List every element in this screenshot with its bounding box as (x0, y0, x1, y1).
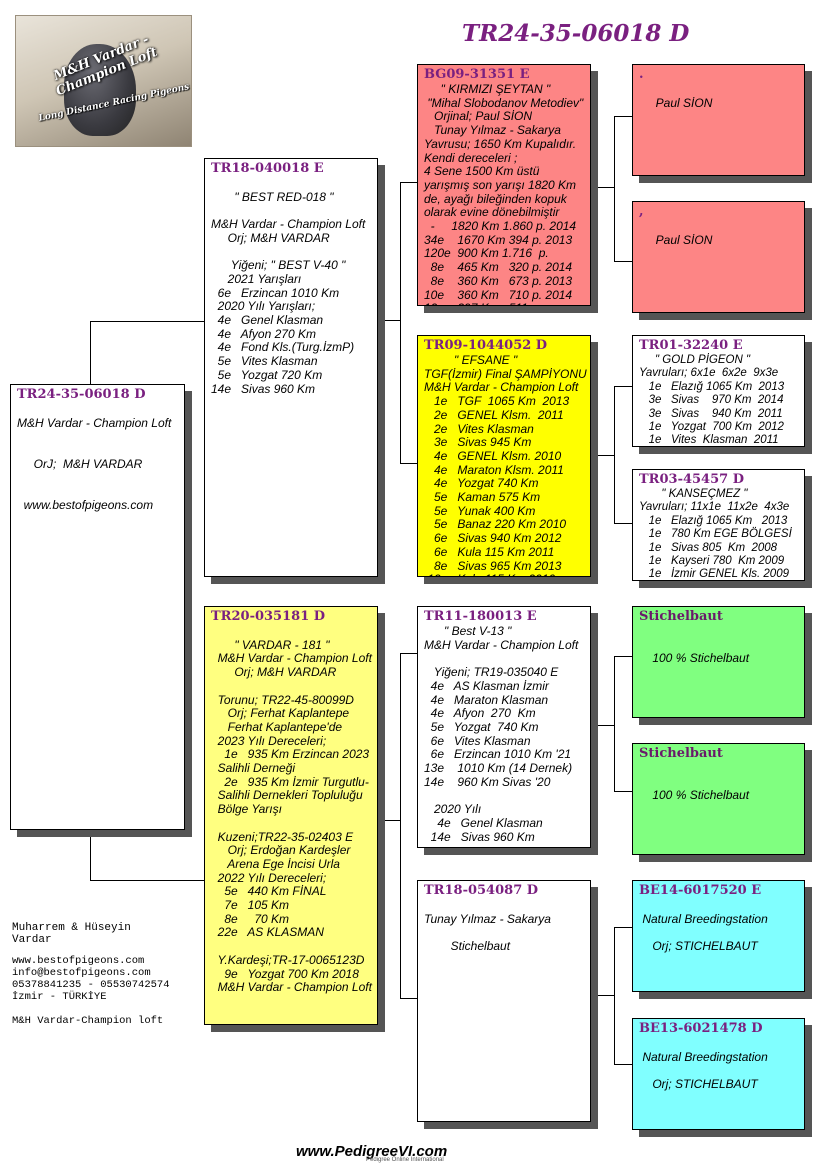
dam-dam-details: Tunay Yılmaz - Sakarya Stichelbaut (424, 911, 551, 954)
dam-dam-sire-ring: BE14-6017520 E (639, 883, 762, 898)
dam-card[interactable]: TR20-035181 D " VARDAR - 181 " M&H Varda… (204, 606, 378, 1025)
connector-line (400, 653, 401, 999)
connector-line (378, 820, 400, 821)
contact-details: www.bestofpigeons.com info@bestofpigeons… (12, 955, 170, 1003)
sire-dam-dam-card[interactable]: TR03-45457 D " KANSEÇMEZ " Yavruları; 11… (632, 469, 805, 581)
dam-dam-sire-details: Natural Breedingstation Orj; STICHELBAUT (642, 911, 768, 954)
pigeon-image (64, 44, 136, 136)
sire-sire-sire-details: Paul SİON (655, 95, 713, 110)
dam-sire-dam-ring: Stichelbaut (639, 746, 723, 761)
connector-line (614, 386, 632, 387)
connector-line (400, 653, 417, 654)
dam-sire-details: " Best V-13 " M&H Vardar - Champion Loft… (424, 624, 579, 844)
sire-card[interactable]: TR18-040018 E " BEST RED-018 " M&H Varda… (204, 158, 378, 577)
dam-dam-ring: TR18-054087 D (424, 883, 539, 898)
connector-line (614, 261, 632, 262)
dam-sire-dam-details: 100 % Stichelbaut (652, 788, 750, 803)
sire-sire-dam-card[interactable]: , Paul SİON (632, 201, 805, 313)
connector-line (90, 824, 91, 880)
sire-dam-details: " EFSANE " TGF(İzmir) Final ŞAMPİYONU M&… (424, 353, 587, 576)
dam-dam-dam-card[interactable]: BE13-6021478 D Natural Breedingstation O… (632, 1018, 805, 1130)
connector-line (614, 927, 632, 928)
sire-dam-sire-card[interactable]: TR01-32240 E " GOLD PİGEON " Yavruları; … (632, 335, 805, 447)
subject-card[interactable]: TR24-35-06018 D M&H Vardar - Champion Lo… (10, 384, 185, 830)
sire-sire-dam-details: Paul SİON (655, 232, 713, 247)
subject-ring: TR24-35-06018 D (17, 387, 146, 402)
loft-logo: M&H Vardar - Champion Loft Long Distance… (15, 15, 192, 147)
sire-dam-ring: TR09-1044052 D (424, 338, 548, 353)
dam-dam-dam-details: Natural Breedingstation Orj; STICHELBAUT (642, 1049, 768, 1092)
dam-sire-card[interactable]: TR11-180013 E " Best V-13 " M&H Vardar -… (417, 606, 591, 848)
sire-sire-sire-card[interactable]: . Paul SİON (632, 64, 805, 176)
sire-sire-dam-ring: , (639, 204, 644, 219)
dam-dam-card[interactable]: TR18-054087 D Tunay Yılmaz - Sakarya Sti… (417, 880, 591, 1122)
dam-dam-sire-card[interactable]: BE14-6017520 E Natural Breedingstation O… (632, 880, 805, 992)
connector-line (614, 116, 632, 117)
connector-line (90, 321, 91, 386)
dam-sire-sire-details: 100 % Stichelbaut (652, 651, 750, 666)
connector-line (598, 455, 614, 456)
sire-dam-dam-ring: TR03-45457 D (639, 472, 744, 487)
dam-sire-dam-card[interactable]: Stichelbaut 100 % Stichelbaut (632, 743, 805, 855)
connector-line (400, 998, 417, 999)
connector-line (598, 995, 614, 996)
sire-sire-sire-ring: . (639, 67, 644, 82)
connector-line (614, 386, 615, 524)
connector-line (400, 182, 417, 183)
connector-line (90, 321, 204, 322)
subject-details: M&H Vardar - Champion Loft OrJ; M&H VARD… (17, 415, 172, 512)
connector-line (598, 187, 614, 188)
footer-brand-text: www.PedigreeVI.com (296, 1143, 448, 1160)
dam-sire-sire-card[interactable]: Stichelbaut 100 % Stichelbaut (632, 606, 805, 718)
loft-name: M&H Vardar-Champion loft (12, 1015, 164, 1027)
dam-dam-dam-ring: BE13-6021478 D (639, 1021, 763, 1036)
connector-line (614, 791, 632, 792)
sire-sire-ring: BG09-31351 E (424, 67, 530, 82)
sire-dam-sire-ring: TR01-32240 E (639, 338, 743, 353)
sire-dam-dam-details: " KANSEÇMEZ " Yavruları; 11x1e 11x2e 4x3… (639, 488, 792, 581)
sire-dam-card[interactable]: TR09-1044052 D " EFSANE " TGF(İzmir) Fin… (417, 335, 591, 577)
connector-line (614, 927, 615, 1065)
sire-sire-details: " KIRMIZI ŞEYTAN " "Mihal Slobodanov Met… (424, 82, 584, 305)
connector-line (614, 656, 615, 792)
sire-details: " BEST RED-018 " M&H Vardar - Champion L… (211, 189, 366, 396)
connector-line (400, 182, 401, 464)
connector-line (614, 656, 632, 657)
footer-tagline: Pedigree Online International (366, 1157, 444, 1163)
connector-line (614, 116, 615, 262)
page-title: TR24-35-06018 D (462, 20, 690, 47)
sire-ring: TR18-040018 E (211, 161, 324, 176)
connector-line (614, 1064, 632, 1065)
connector-line (598, 725, 614, 726)
sire-dam-sire-details: " GOLD PİGEON " Yavruları; 6x1e 6x2e 9x3… (639, 354, 785, 447)
dam-sire-sire-ring: Stichelbaut (639, 609, 723, 624)
footer-brand[interactable]: www.PedigreeVI.com Pedigree Online Inter… (296, 1143, 447, 1163)
sire-sire-card[interactable]: BG09-31351 E " KIRMIZI ŞEYTAN " "Mihal S… (417, 64, 591, 306)
connector-line (400, 463, 417, 464)
dam-sire-ring: TR11-180013 E (424, 609, 537, 624)
connector-line (90, 880, 204, 881)
dam-ring: TR20-035181 D (211, 609, 326, 624)
owner-name: Muharrem & Hüseyin Vardar (12, 922, 131, 946)
dam-details: " VARDAR - 181 " M&H Vardar - Champion L… (217, 637, 372, 995)
connector-line (378, 320, 400, 321)
connector-line (614, 523, 632, 524)
